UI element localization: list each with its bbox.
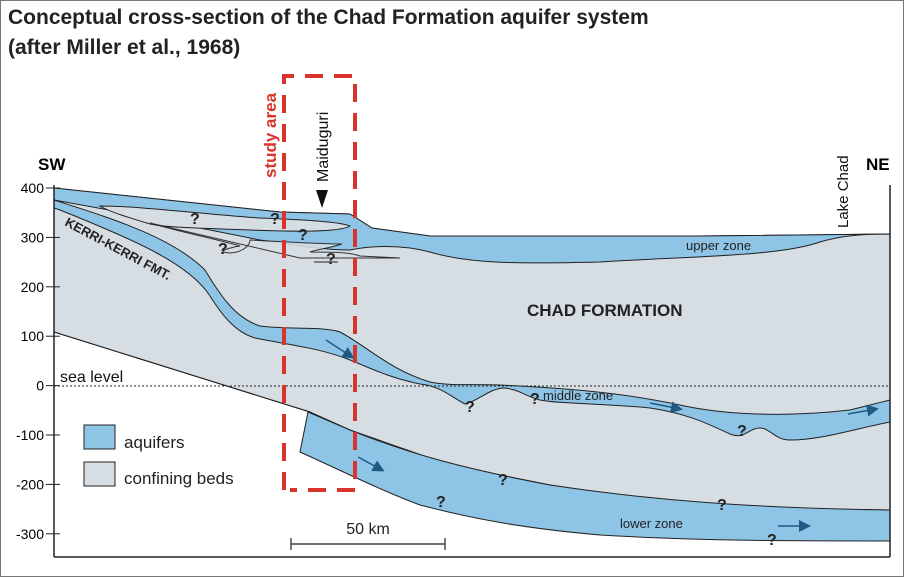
sw-label: SW [38, 155, 66, 174]
confining-lens [149, 222, 401, 259]
y-tick-label: 300 [21, 229, 45, 245]
figure-title-line1: Conceptual cross-section of the Chad For… [8, 6, 649, 29]
confining-lens [98, 205, 352, 232]
question-mark: ? [737, 423, 747, 440]
uncertainty-marks: ???????????? [190, 211, 777, 549]
question-mark: ? [326, 251, 336, 268]
flow-arrow-icon [847, 404, 879, 417]
question-mark: ? [465, 399, 475, 416]
question-mark: ? [767, 532, 777, 549]
flow-arrow-icon [649, 401, 683, 414]
upper-zone-label: upper zone [686, 238, 751, 253]
scale-bar-label: 50 km [346, 521, 390, 538]
y-tick-label: 100 [21, 328, 45, 344]
ne-label: NE [866, 155, 890, 174]
y-tick-label: -100 [16, 427, 44, 443]
question-mark: ? [218, 241, 228, 258]
chad-formation-label: CHAD FORMATION [527, 301, 683, 320]
maiduguri-label: Maiduguri [315, 112, 332, 182]
lower-aquifer [299, 411, 891, 542]
question-mark: ? [498, 472, 508, 489]
legend-swatch-confining-beds [83, 461, 116, 487]
y-tick-label: 400 [21, 180, 45, 196]
lake-chad-label: Lake Chad [835, 155, 852, 228]
legend-swatch-aquifers [83, 424, 116, 450]
question-mark: ? [270, 211, 280, 228]
legend-label-aquifers: aquifers [124, 433, 184, 452]
question-mark: ? [436, 494, 446, 511]
scale-bar [290, 538, 446, 550]
legend-label-confining-beds: confining beds [124, 469, 234, 488]
question-mark: ? [298, 227, 308, 244]
question-mark: ? [717, 497, 727, 514]
question-mark: ? [190, 211, 200, 228]
upper-aquifer [53, 187, 891, 264]
y-tick-label: 0 [36, 378, 44, 394]
maiduguri-marker-icon [316, 190, 328, 208]
lower-zone-label: lower zone [620, 516, 683, 531]
y-axis-ticks: 400 300 200 100 0 -100 -200 -300 [16, 180, 60, 542]
middle-aquifer [53, 199, 891, 441]
y-tick-label: -300 [16, 526, 44, 542]
flow-arrow-icon [357, 456, 385, 472]
figure-title-line2: (after Miller et al., 1968) [8, 36, 241, 59]
middle-zone-label: middle zone [543, 388, 613, 403]
basement-contact [53, 331, 311, 413]
study-area-box [282, 74, 357, 492]
flow-arrow-icon [325, 339, 355, 359]
flow-arrows [325, 339, 879, 532]
question-mark: ? [530, 391, 540, 408]
study-area-label: study area [261, 92, 280, 178]
sea-level-label: sea level [60, 369, 123, 386]
y-tick-label: -200 [16, 476, 44, 492]
y-tick-label: 200 [21, 279, 45, 295]
